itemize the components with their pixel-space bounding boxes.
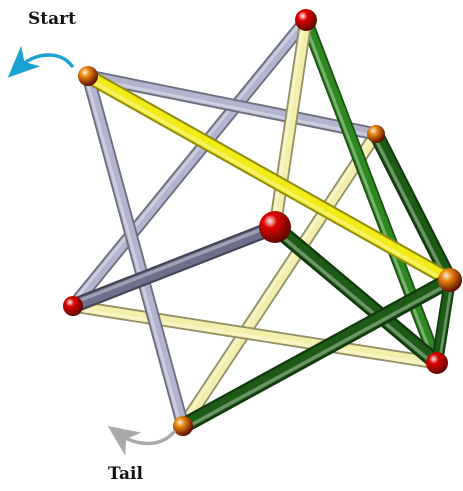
rod-green-right-upper — [368, 126, 458, 288]
rod-slate-center-left — [65, 219, 283, 314]
rod-lavender-tl-right — [81, 69, 383, 141]
node-right-upper — [367, 125, 385, 143]
start-arrow-icon — [7, 45, 74, 78]
node-bottom-right — [426, 352, 448, 374]
rod-green-right-short — [431, 274, 456, 369]
rod-pale-yellow-back — [176, 127, 383, 433]
node-tail — [173, 416, 193, 436]
node-top — [295, 9, 317, 31]
rod-lavender-tl-bottom — [81, 69, 190, 433]
rod-green-center-bot — [267, 219, 445, 371]
rod-green-bottom-right — [175, 272, 458, 434]
node-left — [63, 296, 83, 316]
start-label: Start — [28, 9, 76, 29]
node-center — [259, 211, 291, 243]
rod-lavender-top-left — [66, 13, 313, 313]
rod-pale-yellow-left-bot — [66, 299, 444, 370]
tail-arrow-icon — [107, 425, 176, 456]
node-right — [438, 268, 462, 292]
node-start — [78, 66, 98, 86]
tail-label: Tail — [108, 464, 143, 484]
rod-yellow-main — [80, 68, 458, 288]
